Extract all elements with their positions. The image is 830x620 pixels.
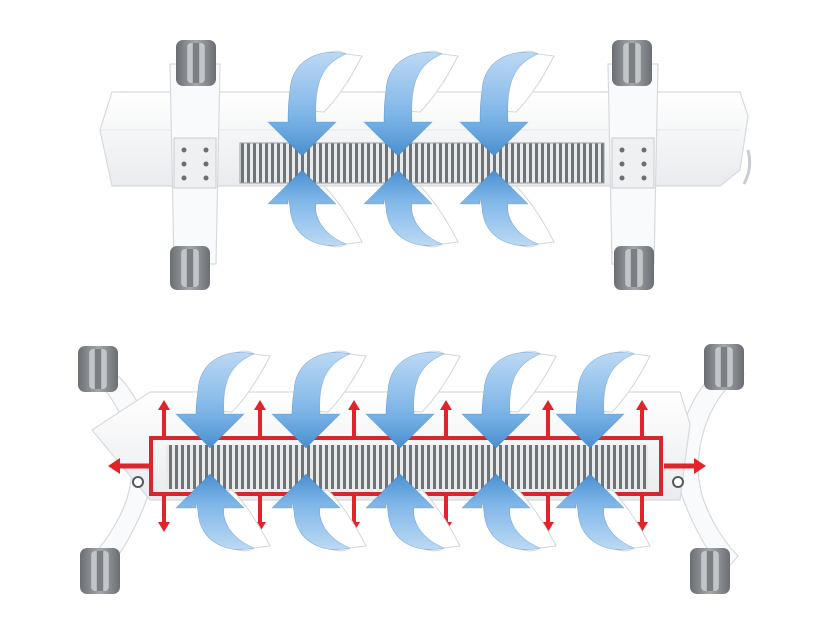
airflow-arrow-icon [555, 473, 651, 552]
power-cable [742, 149, 752, 185]
caster-wheel-icon [176, 40, 216, 86]
caster-wheel-icon [80, 548, 120, 594]
heater-foot [169, 63, 221, 265]
caster-wheel-icon [612, 40, 652, 86]
caster-wheel-icon [690, 548, 730, 594]
heater-unit-top [99, 40, 752, 290]
heat-arrow-icon [636, 400, 648, 436]
caster-wheel-icon [704, 344, 744, 390]
heater-unit-bottom [78, 344, 745, 594]
airflow-arrow-icon [175, 350, 271, 449]
airflow-arrow-icon [459, 50, 555, 157]
airflow-arrow-icon [175, 473, 271, 552]
heat-arrow-icon [254, 400, 266, 436]
heat-arrow-icon [158, 400, 170, 436]
airflow-arrow-icon [271, 350, 367, 449]
heater-foot [607, 63, 659, 265]
airflow-arrow-icon [365, 350, 461, 449]
heat-arrow-icon [108, 458, 150, 474]
airflow-arrow-icon [271, 473, 367, 552]
airflow-arrow-icon [363, 50, 459, 157]
caster-wheel-icon [170, 246, 210, 290]
screw-icon [672, 476, 684, 488]
heat-arrow-icon [440, 400, 452, 436]
heat-arrow-icon [158, 496, 170, 532]
heat-arrow-icon [542, 496, 554, 532]
heat-arrow-icon [664, 458, 706, 474]
caster-wheel-icon [614, 246, 654, 290]
airflow-arrow-icon [461, 473, 557, 552]
screw-icon [132, 476, 144, 488]
airflow-arrow-icon [461, 350, 557, 449]
heat-arrow-icon [348, 400, 360, 436]
airflow-arrow-icon [267, 50, 363, 157]
airflow-arrow-icon [267, 169, 363, 248]
heat-arrow-icon [636, 496, 648, 532]
heat-arrow-icon [542, 400, 554, 436]
airflow-arrow-icon [459, 169, 555, 248]
airflow-arrow-icon [363, 169, 459, 248]
airflow-arrow-icon [365, 473, 461, 552]
airflow-arrow-icon [555, 350, 651, 449]
caster-wheel-icon [78, 346, 118, 392]
